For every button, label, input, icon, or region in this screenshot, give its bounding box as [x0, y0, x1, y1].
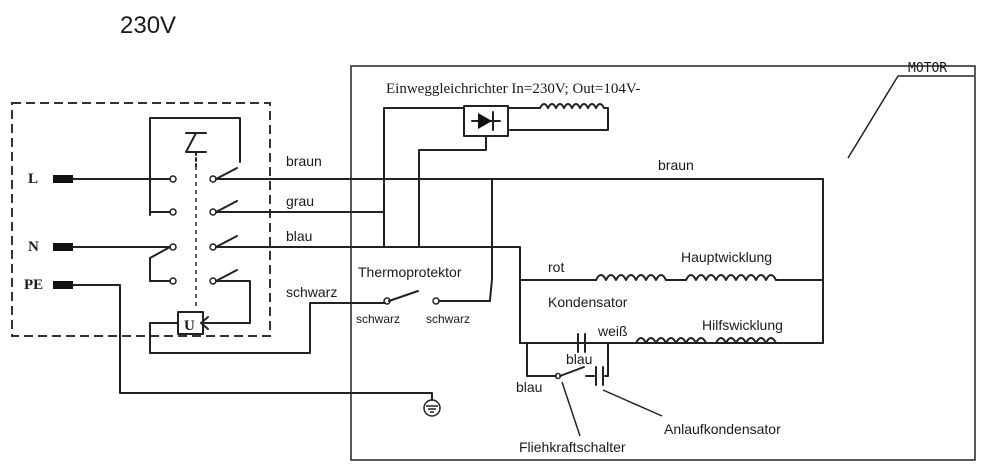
thermo-label-left: schwarz	[356, 312, 400, 326]
wire-label-braun-right: braun	[658, 157, 694, 173]
hauptwicklung-coil-left	[595, 274, 667, 281]
hilfswicklung-coil-right	[715, 337, 777, 344]
hilfswicklung-label: Hilfswicklung	[702, 317, 783, 333]
brake-coil-icon	[539, 103, 605, 109]
rectifier-return-wire	[509, 107, 609, 131]
hauptwicklung-coil-right	[685, 274, 777, 281]
thermo-title: Thermoprotektor	[358, 264, 462, 280]
supply-voltage-label: 230V	[120, 12, 176, 39]
wire-label-rot: rot	[548, 259, 564, 275]
hilfswicklung-coil-left	[635, 337, 707, 344]
terminal-l-label: L	[28, 171, 38, 187]
motor-housing	[350, 65, 976, 461]
rectifier-feed-wire	[418, 135, 487, 180]
terminal-l-connector	[53, 175, 73, 183]
wire-label-grau: grau	[286, 193, 314, 209]
kondensator-label: Kondensator	[548, 294, 628, 310]
fliehkraftschalter-leader	[561, 381, 581, 437]
ground-icon	[423, 399, 441, 417]
anlaufkondensator-label: Anlaufkondensator	[664, 421, 781, 437]
wire-blau	[215, 246, 824, 344]
terminal-pe-label: PE	[24, 277, 43, 293]
thermo-switch-blade	[388, 290, 419, 302]
wire-pe	[72, 284, 433, 401]
fliehkraftschalter-blade	[559, 366, 585, 377]
motor-leader-line	[847, 75, 899, 159]
hauptwicklung-label: Hauptwicklung	[681, 249, 772, 265]
start-branch-wire	[526, 342, 557, 377]
wire-label-blau-cap: blau	[566, 351, 592, 367]
wire-grau	[215, 107, 465, 213]
switch-u-symbol: U	[184, 318, 195, 334]
wire-label-blau-low: blau	[516, 379, 542, 395]
rectifier-label: Einweggleichrichter In=230V; Out=104V-	[386, 81, 640, 97]
anlaufkondensator-leader	[602, 389, 663, 417]
fliehkraftschalter-label: Fliehkraftschalter	[519, 439, 626, 455]
switch-box-outline	[11, 102, 271, 337]
thermo-feed-wire	[383, 211, 493, 301]
motor-label: MOTOR	[908, 61, 947, 76]
wire-label-blau: blau	[286, 228, 312, 244]
wire-label-braun: braun	[286, 153, 322, 169]
anlauf-return-wire	[604, 342, 609, 377]
terminal-n-connector	[53, 243, 73, 251]
wire-label-weiss: weiß	[597, 323, 628, 339]
terminal-n-label: N	[28, 239, 39, 255]
diode-icon	[471, 111, 501, 131]
wire-label-schwarz: schwarz	[286, 284, 337, 300]
terminal-pe-connector	[53, 281, 73, 289]
thermo-label-right: schwarz	[426, 312, 470, 326]
